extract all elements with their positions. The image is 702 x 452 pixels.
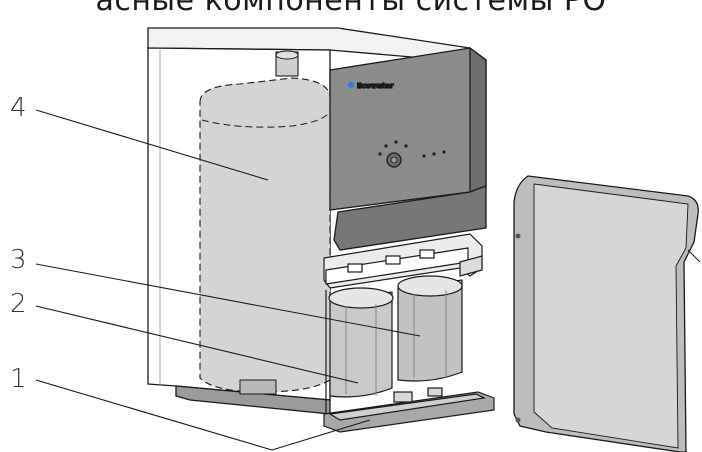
brand-logo-icon bbox=[348, 82, 354, 88]
control-panel: Ecowater bbox=[330, 48, 486, 250]
side-door bbox=[514, 176, 700, 452]
callout-number-1: 1 bbox=[10, 366, 27, 392]
brand-label: Ecowater bbox=[357, 82, 394, 90]
callout-number-3: 3 bbox=[10, 247, 27, 273]
callout-number-4: 4 bbox=[10, 95, 27, 121]
leader-line-1-hook bbox=[272, 420, 370, 450]
callout-number-2: 2 bbox=[10, 291, 27, 317]
indicator-light bbox=[422, 154, 425, 157]
storage-tank bbox=[200, 51, 330, 394]
